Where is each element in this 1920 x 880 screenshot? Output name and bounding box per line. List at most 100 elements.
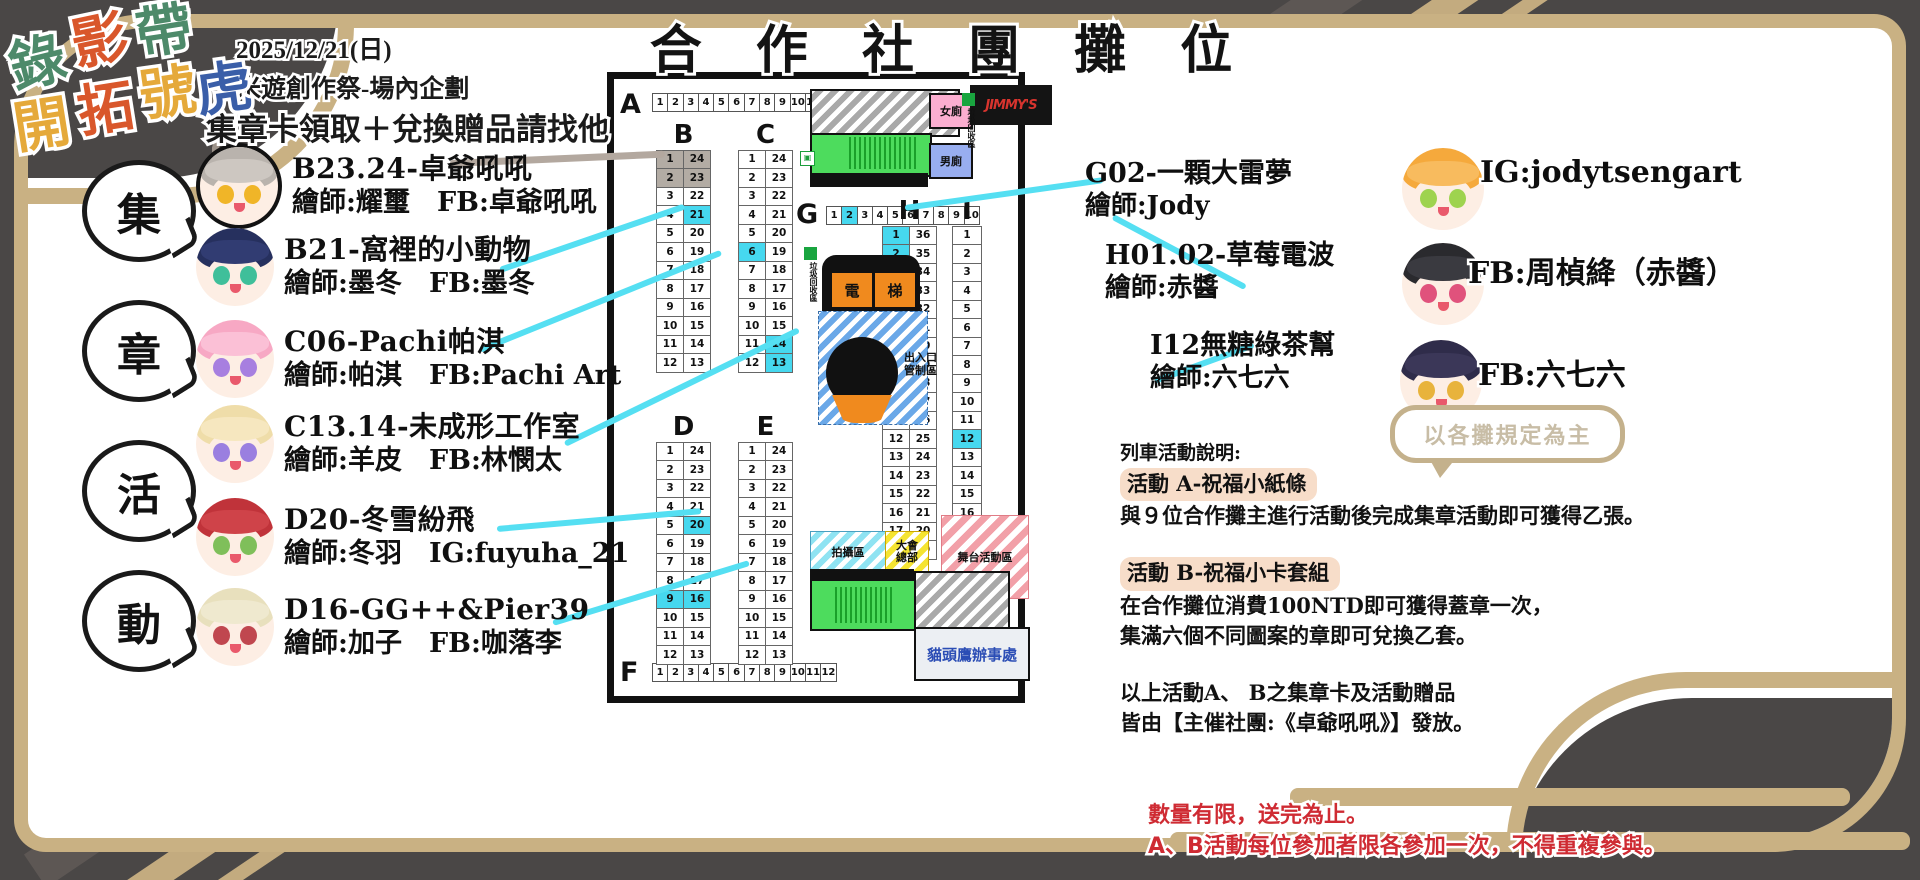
map-cell[interactable]: 14 — [765, 626, 793, 647]
map-cell[interactable]: 3 — [656, 186, 684, 207]
table-row[interactable]: 15 — [952, 484, 982, 505]
map-cell[interactable]: 7 — [952, 336, 982, 357]
map-cell[interactable]: 24 — [683, 149, 711, 170]
map-cell[interactable]: 10 — [791, 94, 806, 111]
map-cell[interactable]: 8 — [760, 94, 776, 111]
map-cell[interactable]: 9 — [952, 373, 982, 394]
map-cell[interactable]: 5 — [714, 664, 730, 681]
map-cell[interactable]: 12 — [952, 429, 982, 449]
map-cell[interactable]: 24 — [909, 447, 937, 468]
map-cell[interactable]: 19 — [765, 242, 793, 262]
map-column-b[interactable]: B124223322421520619718817916101511141213 — [656, 122, 711, 373]
map-cell[interactable]: 1 — [738, 441, 766, 462]
map-cell[interactable]: 16 — [683, 589, 711, 610]
map-cell[interactable]: 16 — [765, 297, 793, 318]
map-cell[interactable]: 17 — [765, 571, 793, 591]
map-cell[interactable]: 2 — [656, 460, 684, 480]
map-cell[interactable]: 11 — [952, 410, 982, 431]
table-row[interactable]: 8 — [952, 355, 982, 375]
table-row[interactable]: 6 — [952, 318, 982, 338]
table-row[interactable]: 1 — [952, 225, 982, 246]
map-cell[interactable]: 12 — [882, 429, 910, 449]
map-cell[interactable]: 15 — [683, 316, 711, 336]
map-cell[interactable]: 9 — [775, 664, 791, 681]
map-cell[interactable]: 20 — [683, 515, 711, 536]
map-cell[interactable]: 3 — [738, 478, 766, 499]
map-cell[interactable]: 24 — [765, 441, 793, 462]
map-cell[interactable]: 2 — [952, 244, 982, 264]
map-cell[interactable]: 14 — [882, 466, 910, 486]
map-cell[interactable]: 2 — [668, 94, 684, 111]
map-cell[interactable]: 10 — [656, 316, 684, 336]
map-cell[interactable]: 12 — [821, 667, 836, 678]
map-cell[interactable]: 13 — [683, 353, 711, 373]
map-cell[interactable]: 23 — [909, 466, 937, 486]
map-cell[interactable]: 20 — [765, 515, 793, 536]
map-cell[interactable]: 7 — [745, 664, 761, 681]
map-cell[interactable]: 8 — [738, 571, 766, 591]
map-cell[interactable]: 15 — [882, 484, 910, 505]
map-cell[interactable]: 4 — [699, 664, 715, 681]
map-cell[interactable]: 15 — [765, 608, 793, 628]
map-cell[interactable]: 6 — [729, 94, 745, 111]
map-cell[interactable]: 10 — [738, 608, 766, 628]
map-cell[interactable]: 7 — [738, 260, 766, 281]
map-cell[interactable]: 21 — [765, 205, 793, 225]
map-cell[interactable]: 1 — [952, 225, 982, 246]
map-cell[interactable]: 11 — [806, 664, 822, 681]
map-cell[interactable]: 22 — [683, 186, 711, 207]
map-cell[interactable]: 3 — [738, 186, 766, 207]
map-cell[interactable]: 6 — [952, 318, 982, 338]
map-cell[interactable]: 23 — [765, 460, 793, 480]
map-cell[interactable]: 1 — [882, 225, 910, 246]
table-row[interactable]: 2 — [952, 244, 982, 264]
map-cell[interactable]: 22 — [765, 186, 793, 207]
map-cell[interactable]: 15 — [683, 608, 711, 628]
table-row[interactable]: 3 — [952, 262, 982, 283]
map-cell[interactable]: 11 — [738, 626, 766, 647]
map-cell[interactable]: 5 — [714, 94, 730, 111]
map-cell[interactable]: 21 — [909, 503, 937, 523]
map-cell[interactable]: 11 — [656, 626, 684, 647]
map-cell[interactable]: 17 — [683, 279, 711, 299]
map-cell[interactable]: 13 — [952, 447, 982, 468]
map-cell[interactable]: 4 — [873, 207, 889, 224]
map-cell[interactable]: 11 — [656, 334, 684, 355]
map-cell[interactable]: 15 — [765, 316, 793, 336]
map-cell[interactable]: 3 — [684, 94, 699, 111]
map-cell[interactable]: 3 — [684, 664, 699, 681]
table-row[interactable]: 14 — [952, 466, 982, 486]
map-cell[interactable]: 16 — [882, 503, 910, 523]
